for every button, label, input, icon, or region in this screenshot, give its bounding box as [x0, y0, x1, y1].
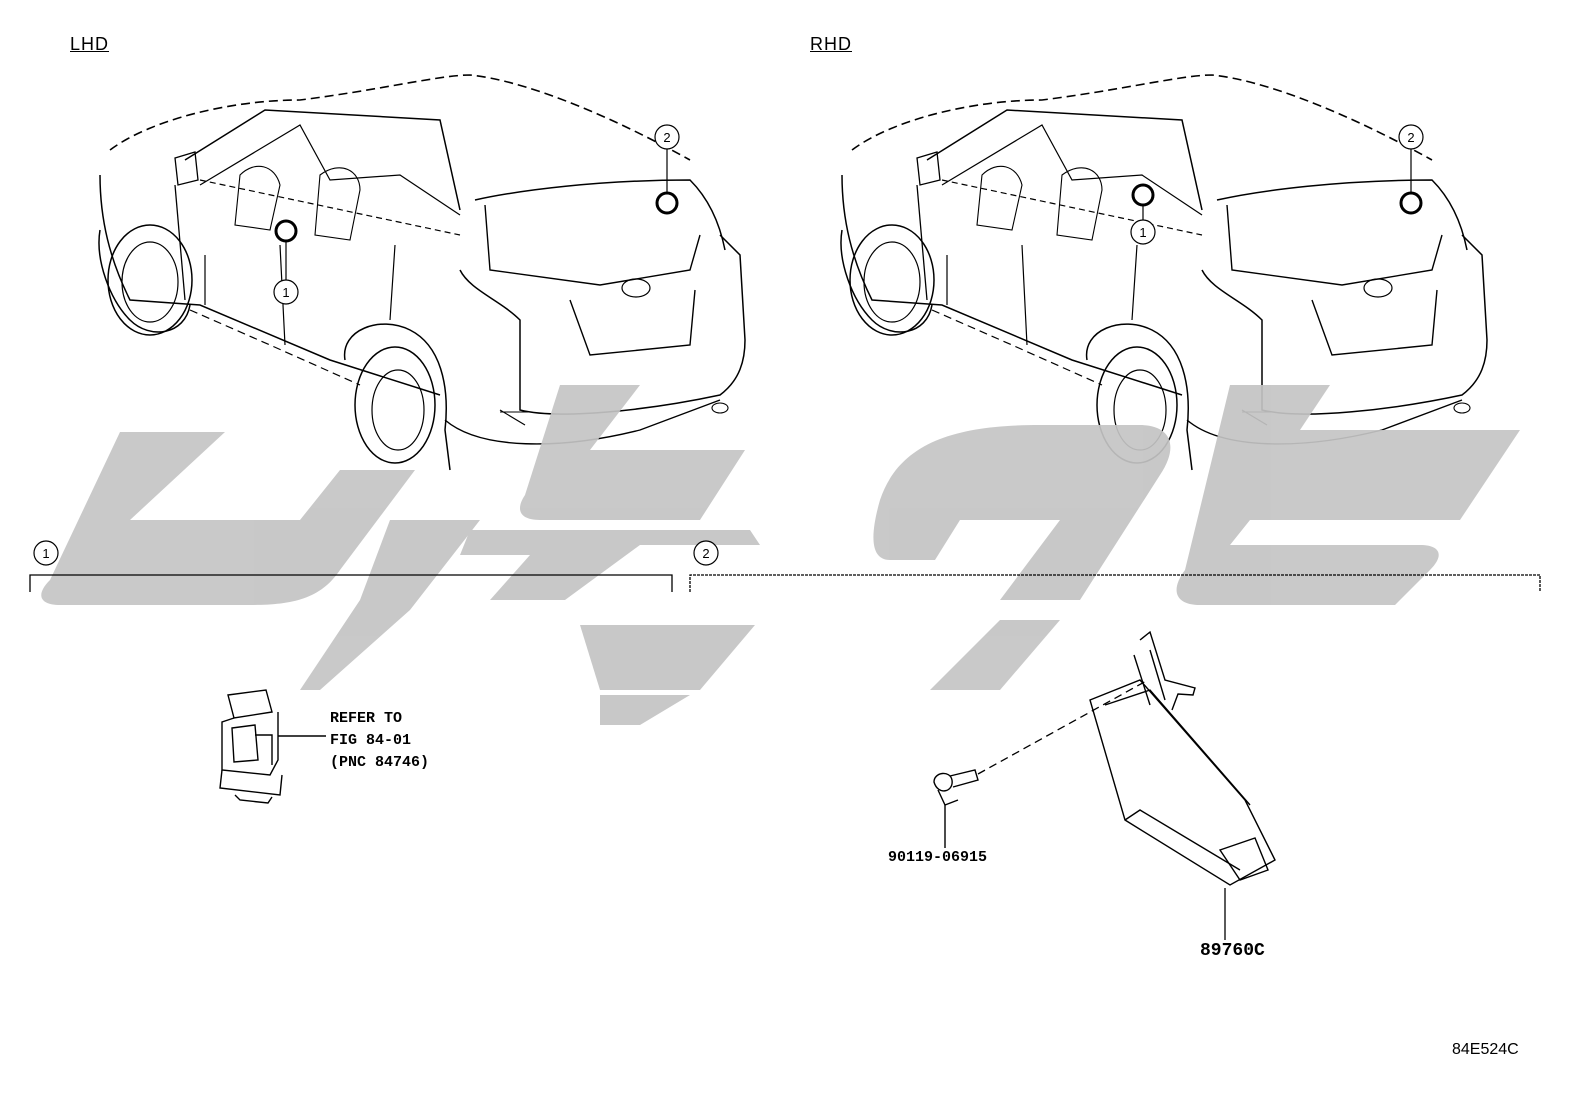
lhd-location-1-ring [274, 219, 298, 243]
refer-note-line-1: REFER TO [330, 710, 403, 727]
lhd-heading: LHD [70, 34, 110, 54]
lhd-vehicle-view: 1 2 [98, 74, 746, 471]
switch-connector-part [219, 689, 326, 804]
section-2-number: 2 [702, 546, 709, 561]
rhd-location-2-ring [1399, 191, 1423, 215]
lhd-callout-2 [654, 124, 680, 150]
section-2-bracket: 2 [689, 540, 1541, 592]
rhd-callout-1 [1130, 219, 1156, 245]
refer-note-line-3: (PNC 84746) [330, 754, 430, 771]
part-number-module: 89760C [1200, 941, 1265, 961]
rhd-location-1-ring [1131, 183, 1155, 207]
rhd-vehicle-view: 1 2 [840, 74, 1488, 471]
control-module-part [1089, 630, 1276, 886]
watermark-logo [41, 385, 1520, 725]
bolt-part [933, 769, 979, 848]
section-1-bracket: 1 [29, 540, 673, 592]
rhd-callout-2 [1398, 124, 1424, 150]
rhd-callout-2-label: 2 [1407, 130, 1414, 145]
install-dashed-line [977, 679, 1149, 775]
section-1-number: 1 [42, 546, 49, 561]
lhd-callout-2-label: 2 [663, 130, 670, 145]
rhd-heading: RHD [810, 34, 852, 54]
lhd-location-2-ring [655, 191, 679, 215]
refer-note-line-2: FIG 84-01 [330, 732, 412, 749]
part-number-bolt: 90119-06915 [888, 849, 988, 866]
lhd-callout-1 [273, 279, 299, 305]
lhd-callout-1-label: 1 [282, 285, 289, 300]
figure-id: 84E524C [1452, 1041, 1519, 1058]
rhd-callout-1-label: 1 [1139, 225, 1146, 240]
